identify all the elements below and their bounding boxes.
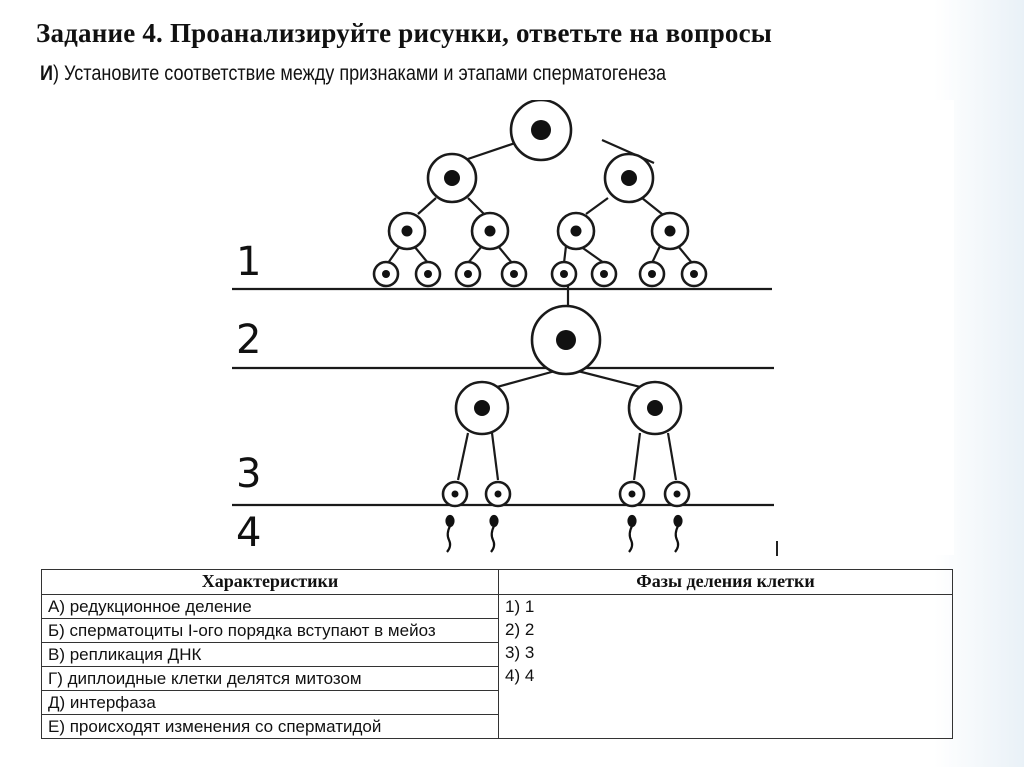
cell-nucleus xyxy=(570,225,582,237)
phases-header: Фазы деления клетки xyxy=(498,569,953,595)
connector-line xyxy=(387,245,401,264)
phases-cell: 1) 1 2) 2 3) 3 4) 4 xyxy=(498,594,953,739)
connector-line xyxy=(651,245,661,264)
cell-nucleus xyxy=(424,270,432,278)
characteristic-cell: В) репликация ДНК xyxy=(41,642,499,667)
connector-line xyxy=(417,197,437,215)
spermatogenesis-figure: 1 2 3 4 xyxy=(36,100,954,555)
characteristic-cell: Г) диплоидные клетки делятся митозом xyxy=(41,666,499,691)
cell-nucleus xyxy=(510,270,518,278)
table-row: А) редукционное деление 1) 1 2) 2 3) 3 4… xyxy=(41,594,953,739)
connector-line xyxy=(677,245,693,264)
cell-nucleus xyxy=(690,270,698,278)
spermatozoon-icon xyxy=(673,514,683,553)
cell-nucleus xyxy=(647,400,663,416)
cell-nucleus xyxy=(600,270,608,278)
characteristic-cell: Б) сперматоциты I-ого порядка вступают в… xyxy=(41,618,499,643)
cell-nucleus xyxy=(628,490,636,498)
connector-line xyxy=(497,245,513,264)
text-cursor-mark xyxy=(776,541,778,556)
cell-nucleus xyxy=(648,270,656,278)
characteristic-cell: Д) интерфаза xyxy=(41,690,499,715)
stage-label-3: 3 xyxy=(236,451,261,497)
spermatozoon-icon xyxy=(489,514,499,553)
stage-label-1: 1 xyxy=(236,239,261,285)
cell-nucleus xyxy=(382,270,390,278)
table-row: Д) интерфаза xyxy=(41,690,953,715)
spermatogenesis-diagram: 1 2 3 4 xyxy=(232,100,774,555)
cell-nucleus xyxy=(560,270,568,278)
table-row: В) репликация ДНК xyxy=(41,642,953,667)
table-row: Е) происходят изменения со сперматидой xyxy=(41,714,953,739)
connector-line xyxy=(467,245,483,264)
cell-nucleus xyxy=(444,170,460,186)
connector-line xyxy=(490,432,500,481)
cell-nucleus xyxy=(621,170,637,186)
connector-line xyxy=(456,432,470,481)
task-instruction: И) Установите соответствие между признак… xyxy=(40,62,866,86)
cell-nucleus xyxy=(531,120,551,140)
cell-nucleus xyxy=(474,400,490,416)
cell-nucleus xyxy=(494,490,502,498)
task-marker: И xyxy=(40,62,53,85)
task-instruction-text: ) Установите соответствие между признака… xyxy=(52,62,667,85)
spermatozoon-icon xyxy=(627,514,637,553)
cell-nucleus xyxy=(401,225,413,237)
phase-option: 2) 2 xyxy=(505,620,535,639)
phase-option: 3) 3 xyxy=(505,643,535,662)
cell-nucleus xyxy=(673,490,681,498)
characteristics-header: Характеристики xyxy=(41,569,499,595)
phase-option: 1) 1 xyxy=(505,597,535,616)
connector-line xyxy=(467,197,485,215)
matching-table: Характеристики Фазы деления клетки А) ре… xyxy=(41,569,953,739)
connector-line xyxy=(413,245,429,264)
characteristic-cell: Е) происходят изменения со сперматидой xyxy=(41,714,499,739)
cell-nucleus xyxy=(556,330,576,350)
spermatozoon-icon xyxy=(445,514,455,553)
connector-line xyxy=(585,197,609,215)
connector-line xyxy=(579,245,605,264)
cell-nucleus xyxy=(664,225,676,237)
stage-label-2: 2 xyxy=(236,317,261,363)
cell-nucleus xyxy=(484,225,496,237)
connector-line xyxy=(562,245,568,264)
characteristic-cell: А) редукционное деление xyxy=(41,594,499,619)
connector-line xyxy=(632,432,642,481)
page-title: Задание 4. Проанализируйте рисунки, отве… xyxy=(36,18,773,48)
table-header-row: Характеристики Фазы деления клетки xyxy=(41,569,953,595)
stage-label-4: 4 xyxy=(236,510,261,555)
cell-nucleus xyxy=(451,490,459,498)
connector-line xyxy=(666,432,678,481)
connector-line xyxy=(641,197,663,215)
table-row: Б) сперматоциты I-ого порядка вступают в… xyxy=(41,618,953,643)
phase-option: 4) 4 xyxy=(505,666,535,685)
cell-nucleus xyxy=(464,270,472,278)
